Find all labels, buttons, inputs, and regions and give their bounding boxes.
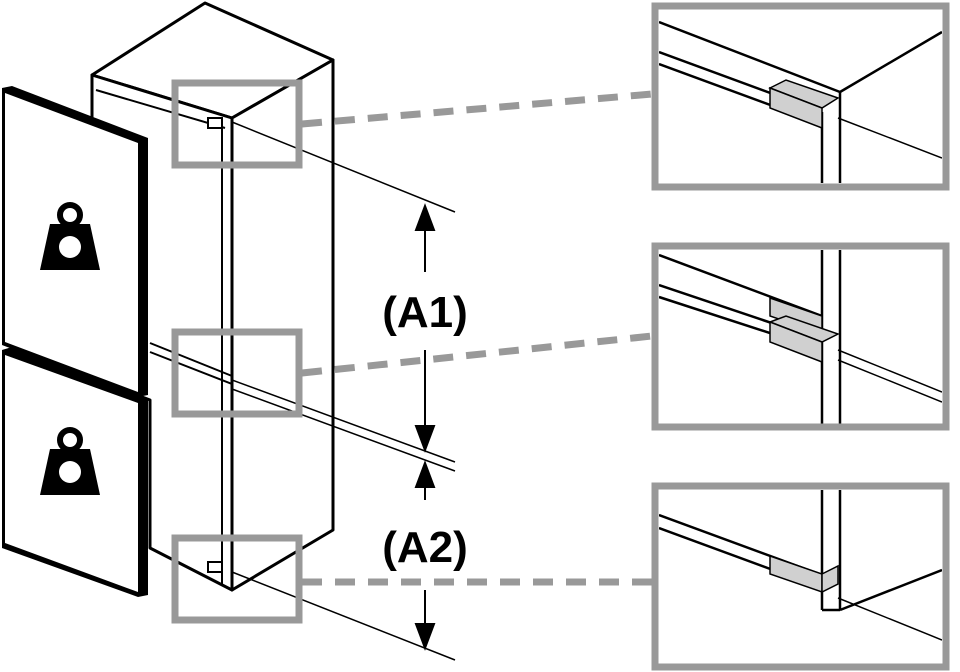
detail-callout-top <box>651 2 950 191</box>
detail-callout-middle <box>651 242 950 431</box>
dimension-lines <box>231 121 456 661</box>
dimension-label-a2: (A2) <box>382 523 468 572</box>
a2-dimension-arrows <box>414 460 436 651</box>
dimension-label-a1: (A1) <box>382 288 468 337</box>
highlight-boxes <box>171 79 303 624</box>
lower-door-weight-icon <box>40 427 100 495</box>
upper-door-weight-icon <box>40 202 100 270</box>
callout-connectors <box>301 90 653 586</box>
detail-callout-bottom <box>651 482 950 671</box>
cabinet-edge-lines <box>95 89 233 585</box>
a1-dimension-arrows <box>414 203 436 453</box>
